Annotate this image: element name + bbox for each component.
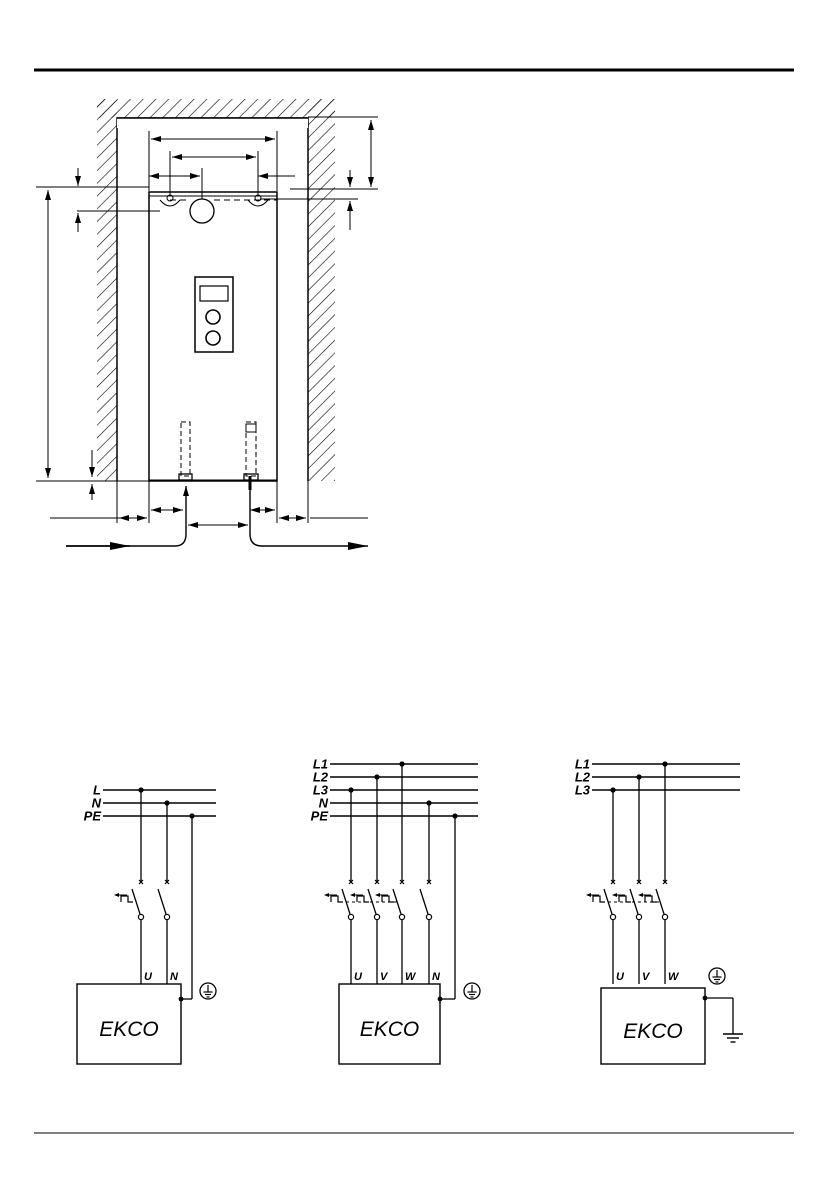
breaker-arrow xyxy=(350,893,355,897)
contact-circle xyxy=(662,914,667,919)
breaker-blade xyxy=(420,889,428,914)
flow-arrows xyxy=(66,476,368,546)
terminal-label: W xyxy=(405,971,417,983)
circuit-breaker-icon xyxy=(645,896,657,902)
circuit-breaker-icon xyxy=(382,896,394,902)
earth-ground-circle-icon xyxy=(200,983,216,999)
breaker-blade xyxy=(132,889,140,914)
contact-circle xyxy=(399,914,404,919)
contact-circle xyxy=(374,914,379,919)
breaker-arrow xyxy=(375,893,380,897)
terminal-label: N xyxy=(432,971,441,983)
breaker-arrow xyxy=(586,893,591,897)
breaker-arrow xyxy=(612,893,617,897)
terminal-label: N xyxy=(170,971,179,983)
contact-circle xyxy=(636,914,641,919)
breaker-arrow xyxy=(638,893,643,897)
breaker-blade xyxy=(158,889,166,914)
breaker-arrow xyxy=(114,893,119,897)
terminal-label: V xyxy=(380,971,389,983)
terminal-label: U xyxy=(354,971,363,983)
circuit-breaker-icon xyxy=(619,896,631,902)
circuit-breaker-icon xyxy=(593,896,605,902)
contact-circle xyxy=(426,914,431,919)
contact-circle xyxy=(610,914,615,919)
breaker-arrow xyxy=(324,893,329,897)
earth-ground-circle-icon xyxy=(709,968,725,984)
terminal-label: V xyxy=(642,971,651,983)
circuit-breaker-icon xyxy=(121,896,133,902)
junction-dot xyxy=(438,997,443,1002)
circuit-breaker-icon xyxy=(357,896,369,902)
ekco-unit-label: EKCO xyxy=(360,1018,420,1041)
installation-drawing xyxy=(36,99,378,546)
supply-line-label: PE xyxy=(84,809,102,824)
circuit-breaker-icon xyxy=(331,896,343,902)
water-heater xyxy=(149,192,277,481)
terminal-label: U xyxy=(616,971,625,983)
ekco-unit-label: EKCO xyxy=(623,1020,683,1043)
terminal-label: U xyxy=(144,971,153,983)
contact-circle xyxy=(164,914,169,919)
ekco-unit-label: EKCO xyxy=(99,1018,159,1041)
terminal-label: W xyxy=(668,971,680,983)
earth-ground-circle-icon xyxy=(464,983,480,999)
ground-symbol-icon xyxy=(723,1034,743,1042)
supply-line-label: L3 xyxy=(575,783,591,798)
junction-dot xyxy=(179,997,184,1002)
contact-circle xyxy=(138,914,143,919)
contact-circle xyxy=(348,914,353,919)
supply-line-label: PE xyxy=(311,809,329,824)
